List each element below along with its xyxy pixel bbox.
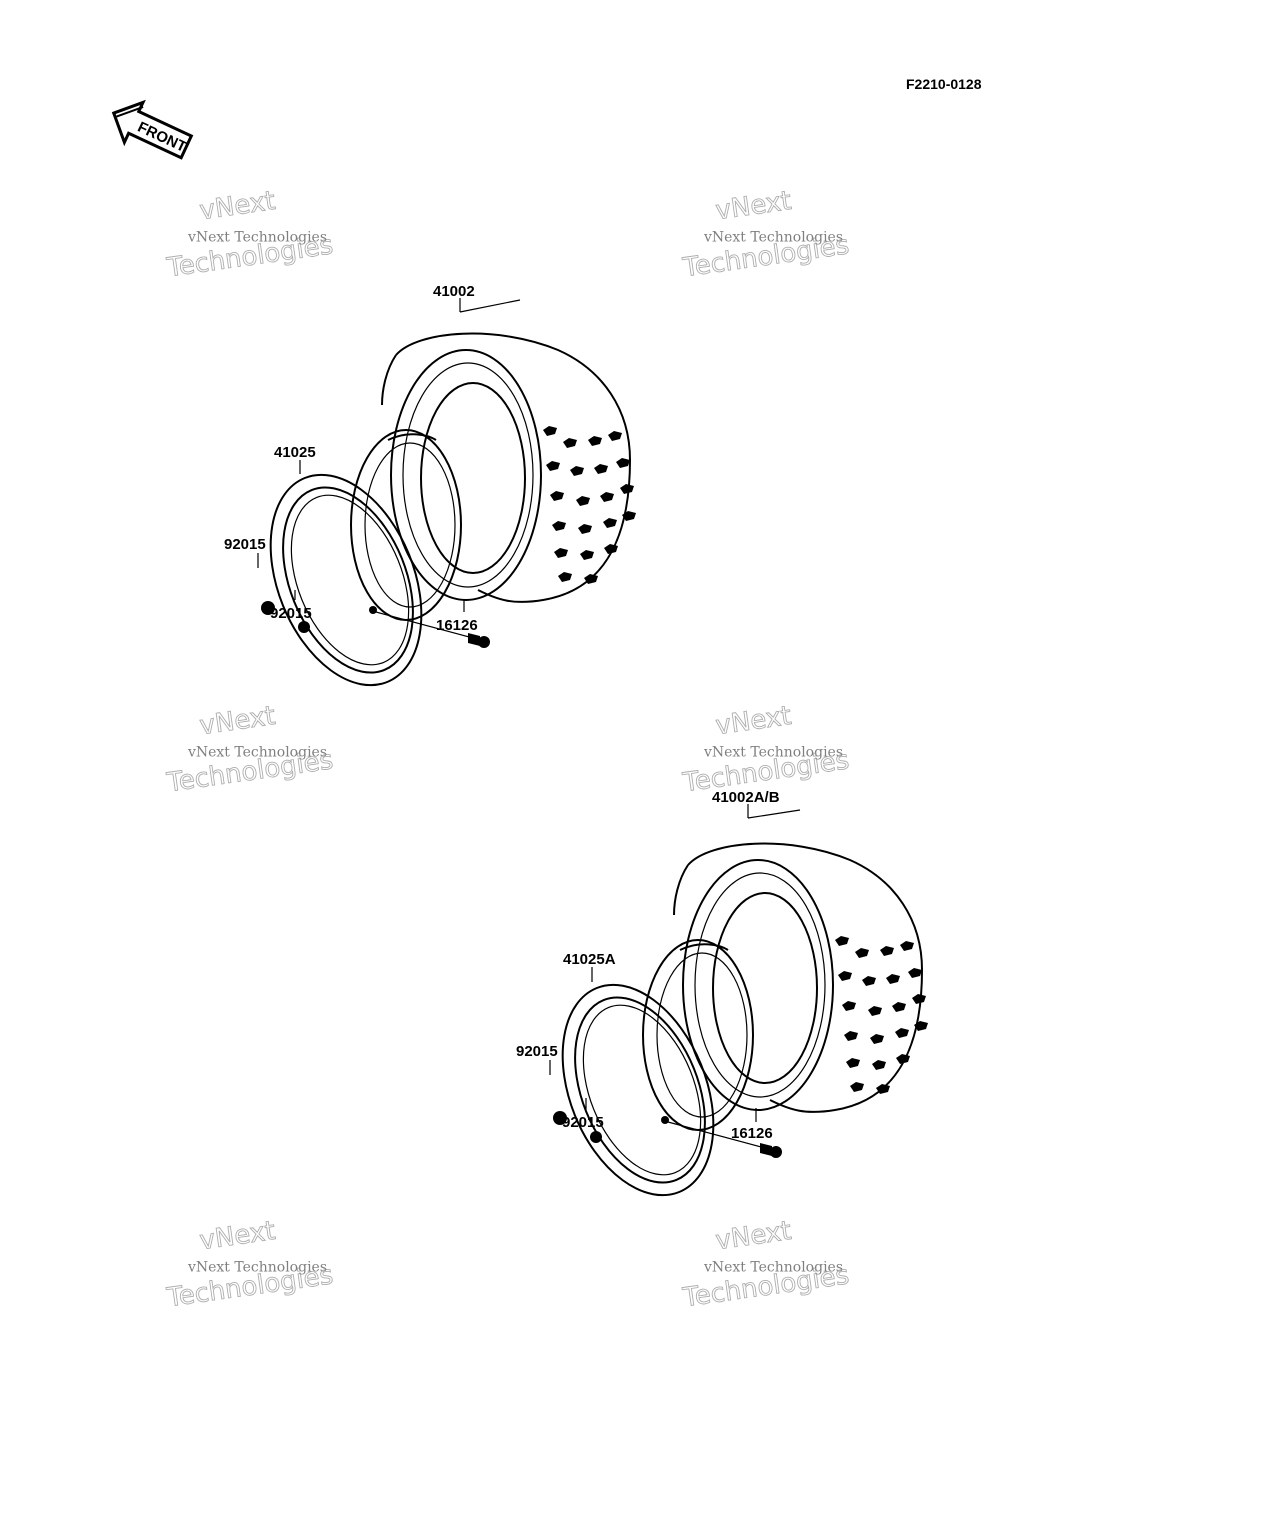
watermark-word-1: vNext: [714, 1216, 793, 1256]
watermark-word-1: vNext: [714, 701, 793, 741]
watermark-top-right: vNext vNext Technologies Technologies: [680, 186, 851, 284]
document-id: F2210-0128: [906, 76, 982, 92]
callout-valve-16126: 16126: [436, 617, 478, 634]
watermark-caption: vNext Technologies: [187, 229, 327, 245]
watermark-word-1: vNext: [198, 1216, 277, 1256]
watermark-mid-right: vNext vNext Technologies Technologies: [680, 701, 851, 799]
callout-rim-41025a: 41025A: [563, 951, 616, 968]
watermark-caption: vNext Technologies: [703, 744, 843, 760]
callout-rim-41025: 41025: [274, 444, 316, 461]
top-wheel-assembly: 41002 41025 92015 92015 16126: [224, 283, 636, 707]
top-wheel-illustration: [242, 334, 636, 708]
callout-valve-16126: 16126: [731, 1125, 773, 1142]
callout-nut-upper: 92015: [516, 1043, 558, 1060]
callout-nut-lower: 92015: [270, 605, 312, 622]
watermark-top-left: vNext vNext Technologies Technologies: [164, 186, 335, 284]
callout-nut-upper: 92015: [224, 536, 266, 553]
front-arrow-icon: FRONT: [111, 99, 194, 160]
callout-nut-lower: 92015: [562, 1114, 604, 1131]
watermark-bottom-right: vNext vNext Technologies Technologies: [680, 1216, 851, 1314]
watermark-caption: vNext Technologies: [187, 1259, 327, 1275]
watermark-word-1: vNext: [198, 186, 277, 226]
watermark-caption: vNext Technologies: [703, 1259, 843, 1275]
watermark-mid-left: vNext vNext Technologies Technologies: [164, 701, 335, 799]
watermark-caption: vNext Technologies: [703, 229, 843, 245]
bottom-wheel-illustration: [534, 844, 928, 1218]
callout-tire-41002ab: 41002A/B: [712, 789, 780, 806]
watermark-bottom-left: vNext vNext Technologies Technologies: [164, 1216, 335, 1314]
watermark-caption: vNext Technologies: [187, 744, 327, 760]
bottom-wheel-assembly: 41002A/B 41025A 92015 92015 16126: [516, 789, 928, 1217]
watermark-word-1: vNext: [198, 701, 277, 741]
watermark-word-1: vNext: [714, 186, 793, 226]
callout-tire-41002: 41002: [433, 283, 475, 300]
